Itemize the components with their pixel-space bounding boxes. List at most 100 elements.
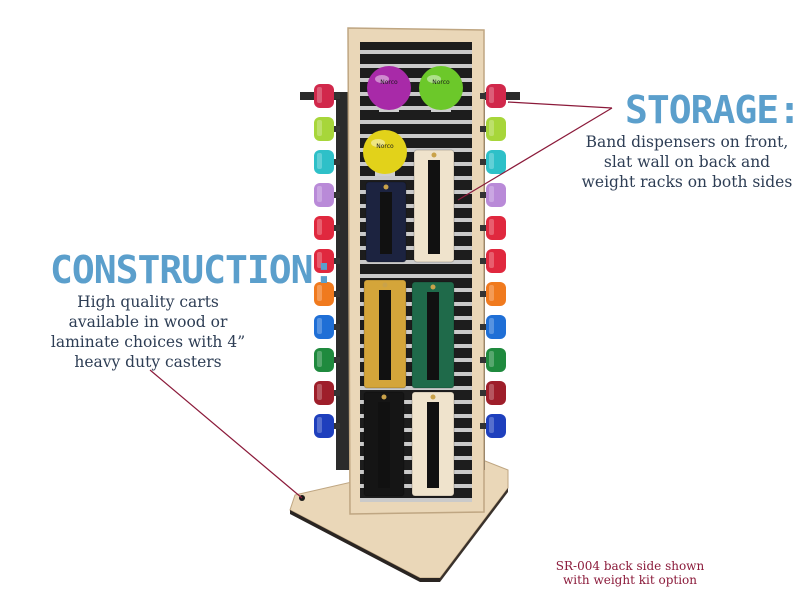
- dumbbell-handle: [334, 192, 340, 198]
- slat-groove: [360, 260, 472, 264]
- slat-groove: [360, 106, 472, 110]
- dumbbell-highlight: [489, 153, 494, 169]
- dumbbells-left: [314, 84, 340, 438]
- dumbbell-handle: [334, 357, 340, 363]
- slat-groove: [360, 92, 472, 96]
- slat-groove: [360, 120, 472, 124]
- storage-title: STORAGE:: [625, 88, 800, 132]
- slat-groove: [360, 498, 472, 502]
- cuff-strap: [427, 292, 439, 380]
- dumbbell: [314, 216, 334, 240]
- ball-label: Norco: [432, 79, 450, 86]
- dumbbell-highlight: [317, 87, 322, 103]
- dumbbell: [486, 150, 506, 174]
- storage-leader-line-2: [457, 107, 613, 201]
- slat-groove: [360, 78, 472, 82]
- caption-line: SR-004 back side shown: [555, 559, 705, 573]
- dumbbell-handle: [334, 423, 340, 429]
- grommet-icon: [430, 394, 436, 400]
- construction-title: CONSTRUCTION:: [50, 248, 335, 292]
- dumbbell-handle: [480, 192, 486, 198]
- dumbbell: [486, 183, 506, 207]
- dumbbell-handle: [334, 225, 340, 231]
- dumbbell: [314, 249, 334, 273]
- dumbbell-highlight: [317, 186, 322, 202]
- dumbbell: [486, 216, 506, 240]
- storage-leader-line-1: [507, 101, 613, 109]
- left-rack-arms: [300, 92, 352, 470]
- dumbbell: [486, 117, 506, 141]
- dumbbell-highlight: [317, 120, 322, 136]
- storage-description: Band dispensers on front, slat wall on b…: [578, 132, 796, 192]
- cuff-strap: [380, 192, 392, 254]
- dumbbell: [486, 348, 506, 372]
- dumbbell-highlight: [489, 318, 494, 334]
- cuff-strap: [427, 402, 439, 488]
- dumbbell-highlight: [317, 153, 322, 169]
- dumbbell-highlight: [489, 252, 494, 268]
- grommet-icon: [381, 394, 387, 400]
- ball-highlight: [427, 75, 441, 83]
- dumbbell-highlight: [489, 417, 494, 433]
- storage-line: Band dispensers on front,: [585, 133, 789, 151]
- ball-label: Norco: [380, 79, 398, 86]
- construction-line: heavy duty casters: [74, 353, 222, 371]
- dumbbell-highlight: [489, 186, 494, 202]
- dumbbell-handle: [480, 291, 486, 297]
- image-caption: SR-004 back side shown with weight kit o…: [540, 559, 720, 587]
- grommet-icon: [430, 284, 436, 290]
- construction-line: available in wood or: [68, 313, 228, 331]
- dumbbell-handle: [334, 93, 340, 99]
- dumbbell-handle: [480, 93, 486, 99]
- dumbbell: [314, 150, 334, 174]
- slat-groove: [360, 134, 472, 138]
- dumbbell: [314, 117, 334, 141]
- dumbbell-highlight: [317, 384, 322, 400]
- ball-highlight: [375, 75, 389, 83]
- dumbbell-handle: [334, 258, 340, 264]
- dumbbell: [486, 249, 506, 273]
- construction-line: High quality carts: [77, 293, 219, 311]
- dumbbell-handle: [334, 291, 340, 297]
- dumbbell: [314, 282, 334, 306]
- dumbbell-highlight: [317, 351, 322, 367]
- grommet-icon: [382, 282, 388, 288]
- dumbbell-highlight: [489, 384, 494, 400]
- dumbbell-handle: [480, 423, 486, 429]
- slat-groove: [360, 274, 472, 278]
- dumbbell-highlight: [489, 351, 494, 367]
- dumbbell-highlight: [489, 285, 494, 301]
- dumbbell: [486, 381, 506, 405]
- dumbbell: [486, 414, 506, 438]
- cuff-weights: [363, 149, 455, 497]
- dumbbell-handle: [480, 258, 486, 264]
- slat-groove: [360, 64, 472, 68]
- cuff-strap: [378, 402, 390, 488]
- ball-label: Norco: [376, 143, 394, 150]
- storage-line: slat wall on back and: [603, 153, 771, 171]
- dumbbell: [314, 348, 334, 372]
- medicine-ball: [367, 66, 411, 110]
- construction-description: High quality carts available in wood or …: [28, 292, 268, 372]
- cuff-strap: [379, 290, 391, 380]
- dumbbell-highlight: [317, 219, 322, 235]
- dumbbell: [314, 414, 334, 438]
- storage-line: weight racks on both sides: [581, 173, 793, 191]
- dumbbell-highlight: [317, 285, 322, 301]
- dumbbell-handle: [480, 324, 486, 330]
- dumbbell: [314, 84, 334, 108]
- medicine-ball: [419, 66, 463, 110]
- caption-line: with weight kit option: [563, 573, 697, 587]
- dumbbell-handle: [334, 324, 340, 330]
- medicine-ball: [363, 130, 407, 174]
- dumbbells-right: [480, 84, 506, 438]
- dumbbell-handle: [480, 357, 486, 363]
- dumbbell: [486, 282, 506, 306]
- dumbbell-handle: [480, 225, 486, 231]
- dumbbell-highlight: [489, 87, 494, 103]
- dumbbell-handle: [480, 159, 486, 165]
- construction-line: laminate choices with 4”: [50, 333, 246, 351]
